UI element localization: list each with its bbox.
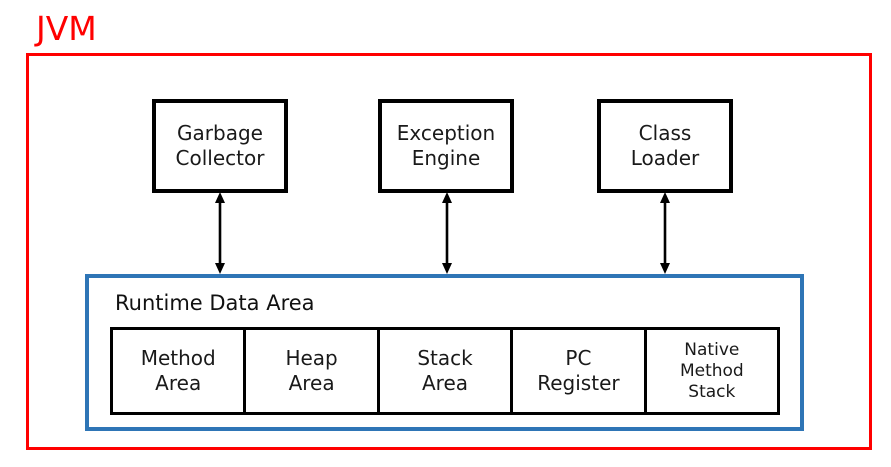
- double-arrow-icon-garbage-collector: [215, 192, 225, 274]
- runtime-data-area-title: Runtime Data Area: [115, 291, 315, 315]
- memory-box-heap-area: Heap Area: [246, 330, 380, 412]
- memory-label-heap-area: Heap Area: [285, 346, 338, 395]
- component-label-exception-engine: Exception Engine: [396, 121, 496, 170]
- component-box-garbage-collector: Garbage Collector: [152, 99, 288, 193]
- memory-label-pc-register: PC Register: [537, 346, 620, 395]
- double-arrow-icon-class-loader: [660, 192, 670, 274]
- component-box-class-loader: Class Loader: [597, 99, 733, 193]
- double-arrow-icon-exception-engine: [442, 192, 452, 274]
- memory-label-method-area: Method Area: [140, 346, 216, 395]
- memory-areas-group: Method Area Heap Area Stack Area PC Regi…: [110, 327, 780, 415]
- component-label-garbage-collector: Garbage Collector: [175, 121, 265, 170]
- component-box-exception-engine: Exception Engine: [378, 99, 514, 193]
- memory-label-stack-area: Stack Area: [417, 346, 473, 395]
- diagram-title: JVM: [36, 9, 97, 48]
- runtime-data-area-box: Runtime Data Area Method Area Heap Area …: [85, 274, 804, 431]
- memory-box-pc-register: PC Register: [513, 330, 647, 412]
- component-label-class-loader: Class Loader: [630, 121, 700, 170]
- memory-box-native-method-stack: Native Method Stack: [646, 330, 778, 412]
- memory-label-native-method-stack: Native Method Stack: [679, 339, 744, 402]
- jvm-boundary-box: [26, 53, 872, 450]
- memory-box-stack-area: Stack Area: [379, 330, 514, 412]
- memory-box-method-area: Method Area: [113, 330, 247, 412]
